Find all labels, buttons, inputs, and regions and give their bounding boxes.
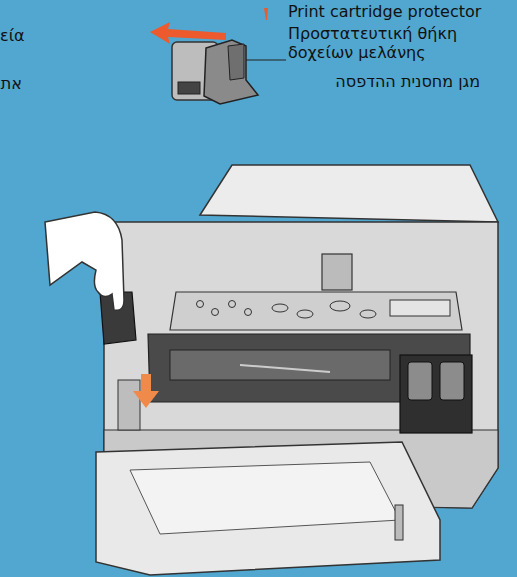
removal-arrow — [150, 22, 226, 44]
panel-button — [297, 310, 313, 318]
tray-slider — [395, 505, 403, 540]
paper-path — [170, 350, 390, 380]
display-screen — [322, 254, 352, 290]
tray-inset — [130, 462, 400, 534]
cropped-label: εία — [0, 26, 60, 45]
paper-tray — [96, 442, 440, 575]
cartridge-cradle — [400, 355, 472, 433]
printer-lid — [200, 165, 498, 222]
cartridge-holder — [408, 362, 432, 400]
carriage-opening — [148, 334, 470, 402]
lcd-panel — [390, 300, 450, 316]
panel-button — [245, 309, 252, 316]
control-panel — [170, 292, 462, 330]
panel-button — [330, 301, 350, 311]
protector-clip — [228, 44, 244, 80]
callout-tick — [264, 8, 268, 20]
storage-slot — [118, 380, 140, 430]
panel-button — [197, 301, 204, 308]
hand — [45, 212, 124, 310]
insert-arrow-head — [133, 391, 159, 408]
cropped-label: את — [0, 74, 22, 93]
part-name: Προστατευτική θήκη δοχείων μελάνης — [288, 24, 476, 62]
panel-button — [229, 301, 236, 308]
panel-button — [212, 309, 219, 316]
cartridge-holder — [440, 362, 464, 400]
cartridge-protector — [204, 40, 258, 104]
leader-line — [246, 59, 286, 60]
part-name: Print cartridge protector — [288, 2, 516, 21]
panel-button — [272, 304, 288, 312]
paper-edge — [240, 365, 330, 372]
insert-arrow — [141, 374, 151, 392]
cartridge-nozzle — [178, 82, 200, 94]
part-name: מגן מחסנית ההדפסה — [280, 72, 480, 91]
panel-button — [360, 310, 376, 318]
